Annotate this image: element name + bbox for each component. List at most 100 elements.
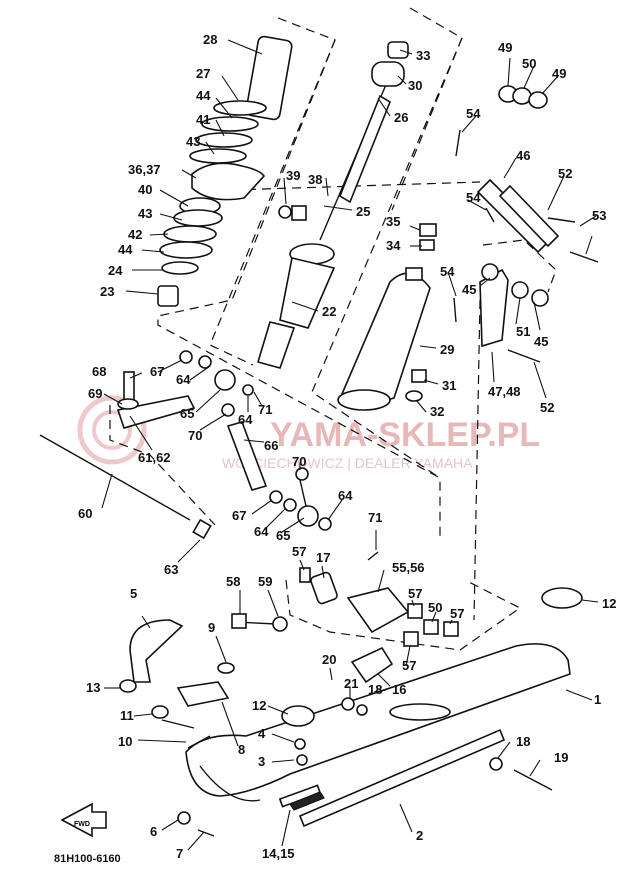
- label-64c: 64: [338, 488, 353, 503]
- label-18b: 18: [516, 734, 530, 749]
- ski-handle: [129, 619, 184, 683]
- label-70: 70: [188, 428, 202, 443]
- tie-rod: [226, 421, 268, 491]
- label-16: 16: [392, 682, 406, 697]
- label-50: 50: [522, 56, 536, 71]
- label-71b: 71: [368, 510, 382, 525]
- ski-cap-right: [541, 587, 583, 609]
- label-38: 38: [308, 172, 322, 187]
- label-31: 31: [442, 378, 456, 393]
- label-2: 2: [416, 828, 423, 843]
- ski-body: [185, 643, 571, 797]
- label-9: 9: [208, 620, 215, 635]
- shock-cover-body: [340, 272, 431, 403]
- label-54c: 54: [440, 264, 455, 279]
- shock-rod: [339, 94, 391, 204]
- label-57c: 57: [450, 606, 464, 621]
- link-arms: [453, 85, 599, 363]
- label-39: 39: [286, 168, 300, 183]
- label-20: 20: [322, 652, 336, 667]
- label-12b: 12: [252, 698, 266, 713]
- label-59: 59: [258, 574, 272, 589]
- label-24: 24: [108, 263, 123, 278]
- watermark-brand: YAMA-SKLEP.PL: [270, 416, 540, 454]
- label-52: 52: [558, 166, 572, 181]
- label-53: 53: [592, 208, 606, 223]
- shock-absorber: [256, 41, 409, 369]
- label-34: 34: [386, 238, 401, 253]
- label-35: 35: [386, 214, 400, 229]
- label-66: 66: [264, 438, 278, 453]
- shock-bracket: [191, 162, 266, 201]
- label-10: 10: [118, 734, 132, 749]
- label-61-62: 61,62: [138, 450, 171, 465]
- bushing: [157, 285, 179, 307]
- label-52b: 52: [540, 400, 554, 415]
- label-11: 11: [120, 708, 134, 723]
- shock-cover: [337, 223, 437, 411]
- spring-seat-tube: [245, 35, 293, 121]
- label-67: 67: [150, 364, 164, 379]
- steering-linkage: [39, 350, 332, 540]
- label-13: 13: [86, 680, 100, 695]
- watermark: YAMA-SKLEP.PL WOJCIECHOWICZ | DEALER YAM…: [77, 395, 540, 471]
- ski: [185, 587, 583, 828]
- label-44b: 44: [118, 242, 133, 257]
- label-30: 30: [408, 78, 422, 93]
- label-43: 43: [186, 134, 200, 149]
- fwd-arrow-icon: [60, 802, 107, 838]
- label-33: 33: [416, 48, 430, 63]
- label-8: 8: [238, 742, 245, 757]
- ski-runner: [298, 728, 506, 828]
- label-68: 68: [92, 364, 106, 379]
- diagram-code: 81H100-6160: [54, 853, 121, 865]
- label-67b: 67: [232, 508, 246, 523]
- label-17: 17: [316, 550, 330, 565]
- label-25: 25: [356, 204, 370, 219]
- shock-top-cap: [371, 61, 405, 87]
- label-23: 23: [100, 284, 114, 299]
- label-55-56: 55,56: [392, 560, 425, 575]
- label-22: 22: [322, 304, 336, 319]
- label-6: 6: [150, 824, 157, 839]
- label-54b: 54: [466, 190, 481, 205]
- label-46: 46: [516, 148, 530, 163]
- fwd-label: FWD: [74, 821, 90, 828]
- label-65: 65: [180, 406, 194, 421]
- label-5: 5: [130, 586, 137, 601]
- label-3: 3: [258, 754, 265, 769]
- label-50b: 50: [428, 600, 442, 615]
- watermark-subtitle: WOJCIECHOWICZ | DEALER YAMAHA: [222, 455, 473, 471]
- label-54: 54: [466, 106, 481, 121]
- label-43b: 43: [138, 206, 152, 221]
- label-57d: 57: [402, 658, 416, 673]
- leader-lines: [101, 39, 599, 851]
- label-28: 28: [203, 32, 217, 47]
- label-70b: 70: [292, 454, 306, 469]
- label-19: 19: [554, 750, 568, 765]
- label-58: 58: [226, 574, 240, 589]
- label-1: 1: [594, 692, 601, 707]
- label-36-37: 36,37: [128, 162, 161, 177]
- steering-arm: [116, 395, 196, 429]
- label-14-15: 14,15: [262, 846, 295, 861]
- label-45b: 45: [534, 334, 548, 349]
- label-60: 60: [78, 506, 92, 521]
- ski-bracket: [350, 646, 394, 684]
- ski-cap-left: [281, 705, 315, 727]
- label-65b: 65: [276, 528, 290, 543]
- label-64d: 64: [254, 524, 269, 539]
- label-57: 57: [292, 544, 306, 559]
- ski-loop: [119, 619, 235, 837]
- shock-spring-stack: [157, 35, 307, 307]
- ski-spindle: [231, 551, 459, 684]
- link-plate: [479, 268, 509, 348]
- label-51: 51: [516, 324, 530, 339]
- label-49b: 49: [552, 66, 566, 81]
- label-42: 42: [128, 227, 142, 242]
- label-47-48: 47,48: [488, 384, 521, 399]
- label-49: 49: [498, 40, 512, 55]
- forward-arrow: FWD: [60, 802, 107, 838]
- label-21: 21: [344, 676, 358, 691]
